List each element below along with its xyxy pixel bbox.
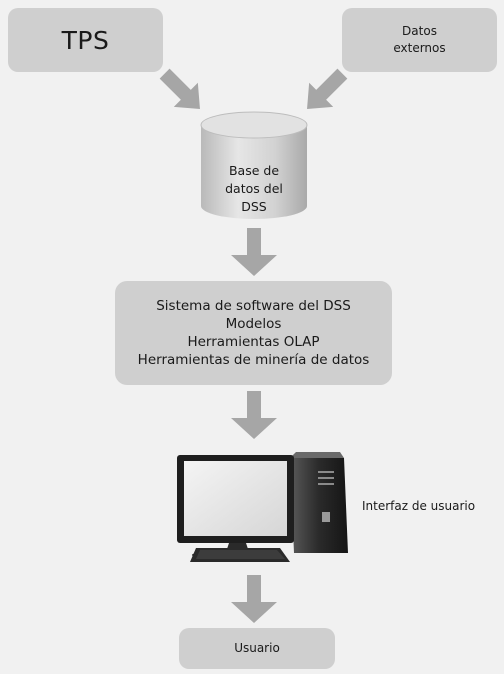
user-label-text: Usuario [234, 641, 280, 655]
tps-label-text: TPS [61, 25, 110, 55]
tps-label: TPS [8, 8, 163, 72]
arrow-software-to-computer-icon [231, 391, 277, 439]
external-data-label: Datos externos [342, 8, 497, 72]
user-box [179, 628, 335, 669]
software-line-1: Sistema de software del DSS [156, 298, 351, 314]
arrow-tps-to-db-icon [159, 68, 200, 109]
arrow-db-to-software-icon [231, 228, 277, 276]
software-line-4: Herramientas de minería de datos [137, 352, 370, 368]
software-box [115, 281, 392, 385]
user-label: Usuario [179, 628, 335, 669]
interface-label: Interfaz de usuario [362, 498, 502, 515]
tps-box [8, 8, 163, 72]
external-data-line-1: Datos [402, 24, 437, 38]
software-line-2: Modelos [225, 316, 282, 332]
database-label: Base de datos del DSS [201, 162, 307, 216]
database-cylinder-icon [200, 111, 308, 219]
external-data-line-2: externos [393, 41, 446, 55]
database-line-2: datos del [225, 181, 283, 196]
external-data-box [342, 8, 497, 72]
interface-label-text: Interfaz de usuario [362, 499, 476, 513]
software-label: Sistema de software del DSS Modelos Herr… [115, 281, 392, 385]
database-line-1: Base de [228, 163, 280, 178]
software-line-3: Herramientas OLAP [187, 334, 320, 350]
arrow-computer-to-user-icon [231, 575, 277, 623]
arrow-external-to-db-icon [307, 68, 348, 109]
desktop-computer-icon [177, 452, 348, 562]
database-line-3: DSS [241, 199, 267, 214]
